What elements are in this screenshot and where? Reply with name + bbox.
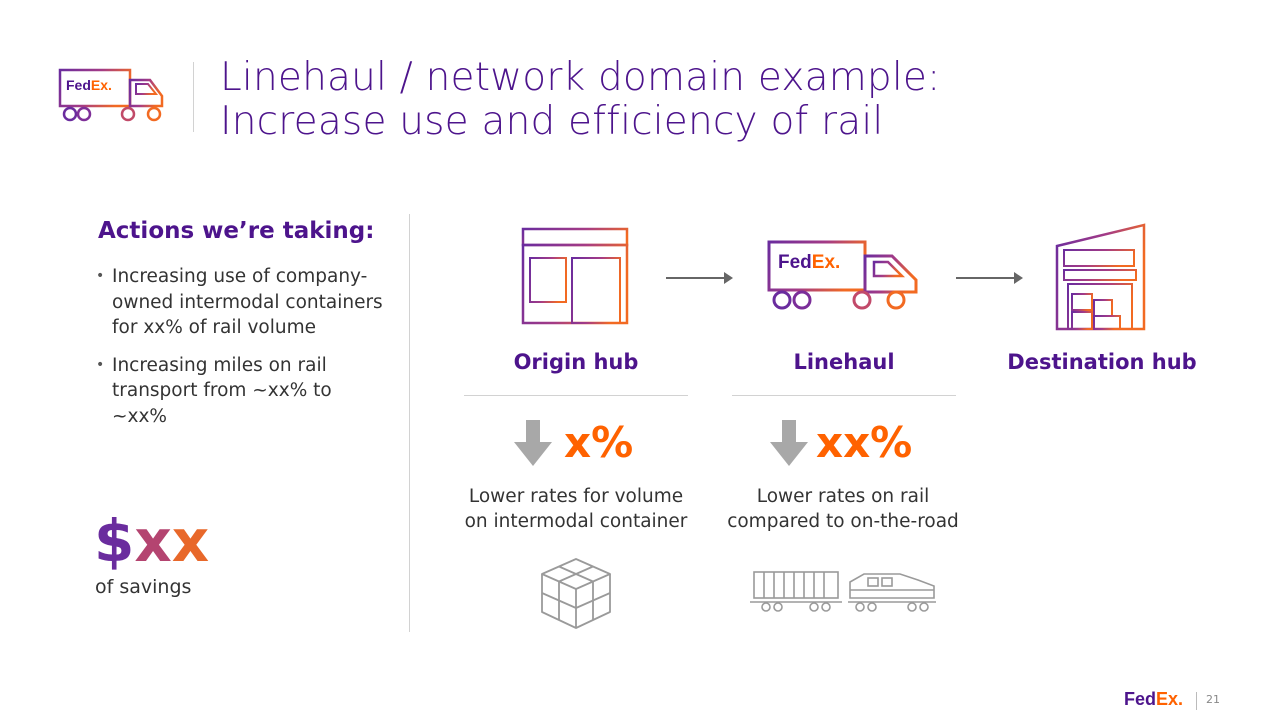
stage-label-linehaul: Linehaul [793, 350, 895, 374]
arrow-right-icon [666, 272, 733, 284]
metric-value: x% [564, 418, 634, 467]
warehouse-storefront-icon [521, 227, 629, 325]
stacked-boxes-icon [541, 558, 611, 629]
svg-text:FedEx.: FedEx. [66, 77, 112, 93]
fedex-logo: FedEx. [1124, 689, 1183, 709]
actions-heading: Actions we’re taking: [98, 218, 375, 244]
stage-label-destination: Destination hub [1007, 350, 1197, 374]
arrow-down-icon [514, 420, 552, 466]
title-divider [193, 62, 194, 132]
list-item: Increasing miles on rail transport from … [94, 353, 384, 430]
svg-text:FedEx.: FedEx. [1124, 689, 1183, 709]
distribution-center-icon [1055, 223, 1146, 331]
train-icon [750, 571, 936, 612]
svg-text:FedEx.: FedEx. [778, 252, 840, 273]
metric-value: xx% [816, 418, 913, 467]
title-line-2: Increase use and efficiency of rail [220, 99, 884, 144]
page-number: 21 [1206, 693, 1220, 706]
section-rule [732, 395, 956, 396]
footer-divider [1196, 692, 1197, 710]
title-line-1: Linehaul / network domain example: [220, 55, 941, 100]
section-rule [464, 395, 688, 396]
list-item: Increasing use of company-owned intermod… [94, 264, 384, 341]
metric-description: Lower rates for volume on intermodal con… [464, 486, 688, 532]
arrow-right-icon [956, 272, 1023, 284]
metric-description: Lower rates on rail compared to on-the-r… [727, 486, 959, 532]
savings-label: of savings [95, 576, 192, 598]
page-title: Linehaul / network domain example: Incre… [220, 56, 1220, 144]
stage-label-origin: Origin hub [513, 350, 639, 374]
arrow-down-icon [770, 420, 808, 466]
actions-list: Increasing use of company-owned intermod… [94, 264, 384, 441]
column-divider [409, 214, 410, 632]
savings-amount: $xx [94, 507, 210, 575]
fedex-truck-icon: FedEx. [58, 68, 164, 122]
fedex-truck-icon: FedEx. [767, 240, 918, 310]
